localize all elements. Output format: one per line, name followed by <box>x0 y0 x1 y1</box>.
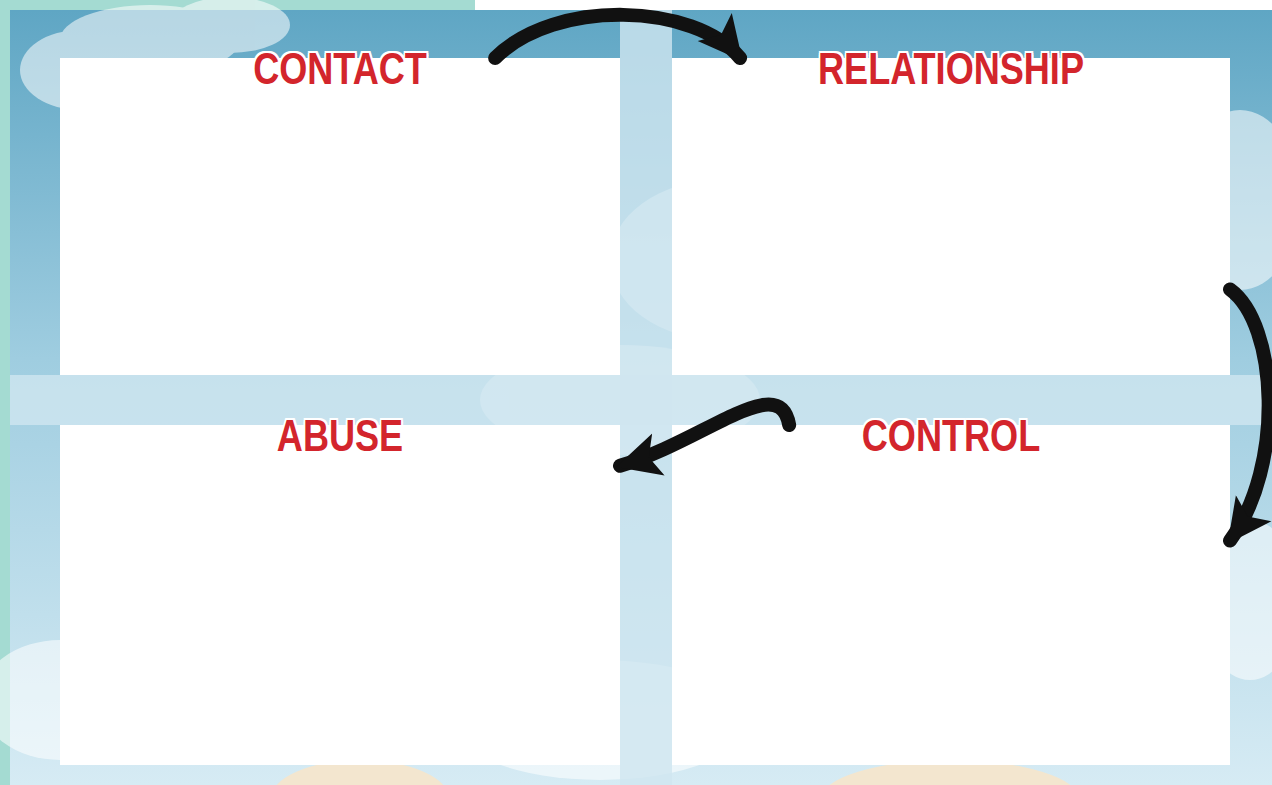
grid-band <box>10 375 1272 425</box>
panel-heading: CONTROL <box>722 411 1180 461</box>
curved-arrow <box>620 405 789 466</box>
panel-box: RELATIONSHIP <box>672 58 1230 375</box>
panel-box: CONTACT <box>60 58 620 375</box>
curved-arrow <box>495 15 740 58</box>
panel-heading: RELATIONSHIP <box>722 44 1180 94</box>
panel-box: ABUSE <box>60 425 620 765</box>
panel-box: CONTROL <box>672 425 1230 765</box>
panel-heading: CONTACT <box>110 44 569 94</box>
curved-arrow <box>1230 289 1269 540</box>
panel-heading: ABUSE <box>110 411 569 461</box>
sky-panel <box>10 10 1272 785</box>
